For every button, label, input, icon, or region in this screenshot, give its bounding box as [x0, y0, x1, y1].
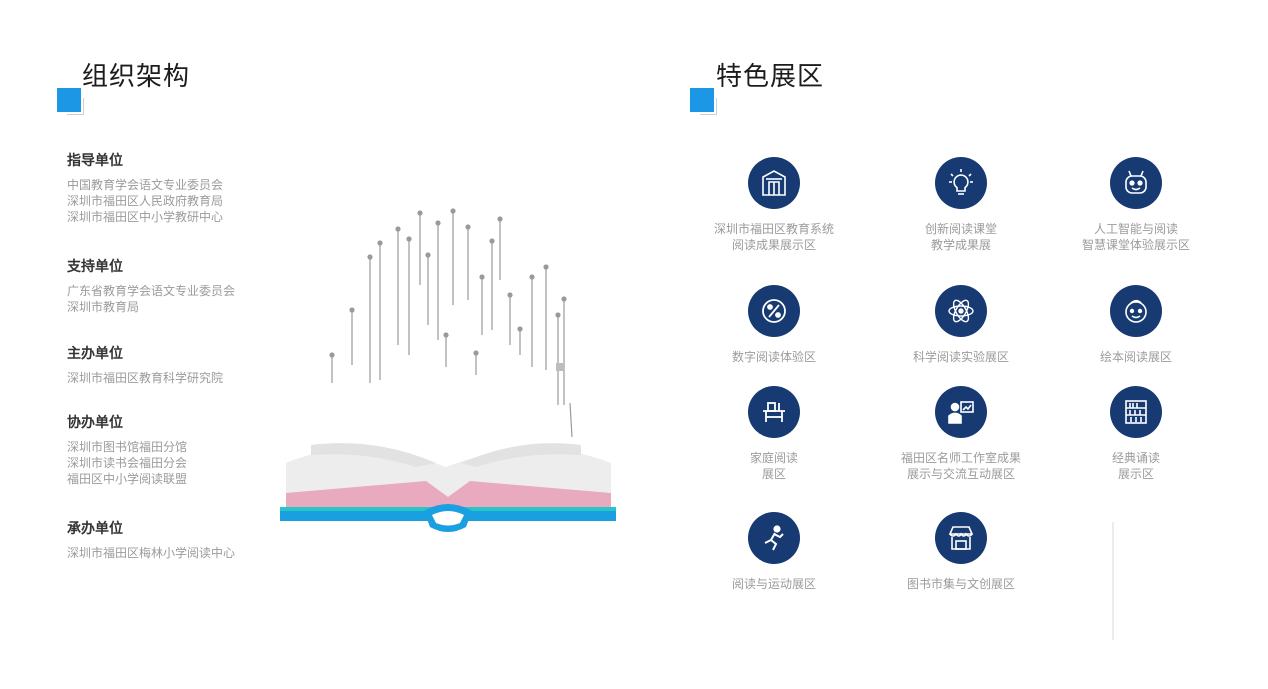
org-group-line: 深圳市福田区人民政府教育局 — [67, 194, 224, 208]
feature-label: 福田区名师工作室成果 — [900, 451, 1021, 465]
feature-label: 教学成果展 — [930, 238, 991, 252]
org-group-title: 协办单位 — [67, 415, 123, 431]
feature-label: 经典诵读 — [1111, 451, 1160, 465]
feature-label: 科学阅读实验展区 — [912, 350, 1009, 364]
feature-item[interactable]: 图书市集与文创展区 — [861, 512, 1061, 592]
org-group-title: 主办单位 — [67, 346, 123, 362]
org-group-line: 深圳市福田区教育科学研究院 — [67, 371, 224, 385]
feature-label: 数字阅读体验区 — [731, 350, 816, 364]
feature-label: 智慧课堂体验展示区 — [1081, 238, 1190, 252]
feature-label: 图书市集与文创展区 — [906, 577, 1015, 591]
feature-label: 展区 — [761, 467, 786, 481]
feature-item[interactable]: 人工智能与阅读 智慧课堂体验展示区 — [1036, 157, 1236, 253]
org-group-line: 深圳市教育局 — [67, 300, 140, 314]
accent-square-icon — [57, 88, 84, 115]
org-group-title: 指导单位 — [67, 153, 123, 169]
feature-item[interactable]: 数字阅读体验区 — [674, 285, 874, 365]
org-group-line: 深圳市福田区中小学教研中心 — [67, 210, 224, 224]
org-group-line: 深圳市读书会福田分会 — [67, 456, 188, 470]
org-group-line: 深圳市福田区梅林小学阅读中心 — [67, 546, 236, 560]
section-title-organization: 组织架构 — [82, 62, 191, 92]
org-group-support: 支持单位 广东省教育学会语文专业委员会 深圳市教育局 — [67, 256, 267, 315]
robot-icon — [1110, 157, 1162, 209]
feature-label: 人工智能与阅读 — [1093, 222, 1178, 236]
org-group-line: 福田区中小学阅读联盟 — [67, 472, 188, 486]
feature-item[interactable]: 家庭阅读 展区 — [674, 386, 874, 482]
feature-item[interactable]: 深圳市福田区教育系统 阅读成果展示区 — [674, 157, 874, 253]
feature-label: 创新阅读课堂 — [924, 222, 997, 236]
feature-item[interactable]: 经典诵读 展示区 — [1036, 386, 1236, 482]
market-stall-icon — [935, 512, 987, 564]
desk-icon — [748, 386, 800, 438]
feature-label: 绘本阅读展区 — [1099, 350, 1172, 364]
feature-item[interactable]: 科学阅读实验展区 — [861, 285, 1061, 365]
org-group-line: 深圳市图书馆福田分馆 — [67, 440, 188, 454]
feature-item[interactable]: 创新阅读课堂 教学成果展 — [861, 157, 1061, 253]
atom-icon — [935, 285, 987, 337]
org-group-guidance: 指导单位 中国教育学会语文专业委员会 深圳市福田区人民政府教育局 深圳市福田区中… — [67, 150, 267, 225]
org-group-title: 支持单位 — [67, 259, 123, 275]
org-group-line: 广东省教育学会语文专业委员会 — [67, 284, 236, 298]
decorative-divider — [1112, 522, 1114, 640]
feature-label: 深圳市福田区教育系统 — [713, 222, 834, 236]
feature-label: 阅读成果展示区 — [731, 238, 816, 252]
org-group-title: 承办单位 — [67, 521, 123, 537]
feature-item[interactable]: 绘本阅读展区 — [1036, 285, 1236, 365]
feature-label: 展示区 — [1117, 467, 1154, 481]
feature-item[interactable]: 阅读与运动展区 — [674, 512, 874, 592]
section-title-features: 特色展区 — [716, 62, 825, 92]
bookshelf-icon — [1110, 386, 1162, 438]
child-face-icon — [1110, 285, 1162, 337]
feature-item[interactable]: 福田区名师工作室成果 展示与交流互动展区 — [861, 386, 1061, 482]
org-group-organizer: 主办单位 深圳市福田区教育科学研究院 — [67, 343, 267, 386]
feature-label: 家庭阅读 — [749, 451, 798, 465]
runner-icon — [748, 512, 800, 564]
lightbulb-icon — [935, 157, 987, 209]
accent-square-icon — [690, 88, 717, 115]
open-book-illustration — [280, 208, 616, 532]
org-group-undertaker: 承办单位 深圳市福田区梅林小学阅读中心 — [67, 518, 267, 561]
org-group-line: 中国教育学会语文专业委员会 — [67, 178, 224, 192]
teacher-board-icon — [935, 386, 987, 438]
feature-label: 阅读与运动展区 — [731, 577, 816, 591]
percent-icon — [748, 285, 800, 337]
building-icon — [748, 157, 800, 209]
org-group-co-organizer: 协办单位 深圳市图书馆福田分馆 深圳市读书会福田分会 福田区中小学阅读联盟 — [67, 412, 267, 487]
feature-label: 展示与交流互动展区 — [906, 467, 1015, 481]
